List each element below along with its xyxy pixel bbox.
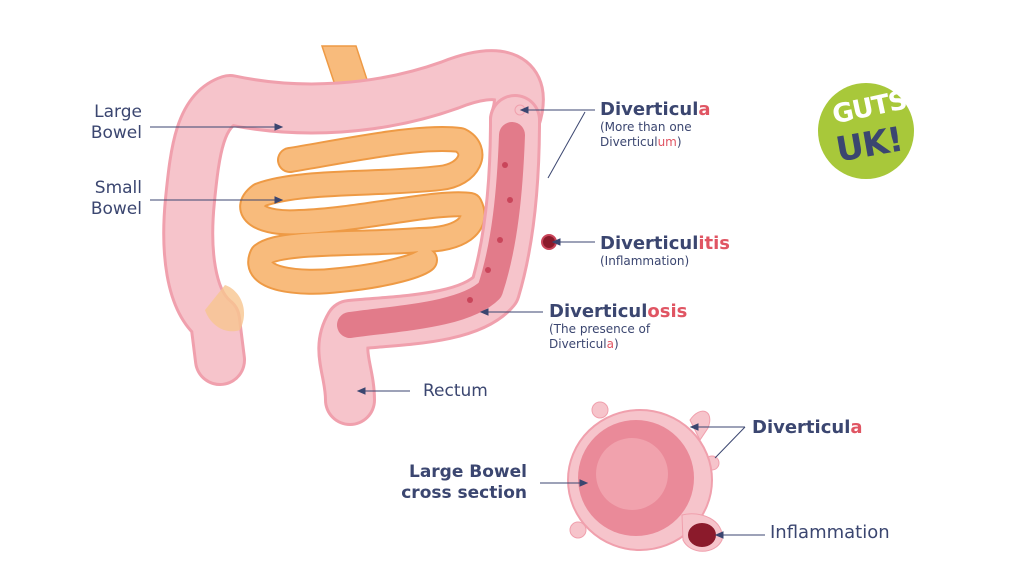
label-small-bowel: Small Bowel — [90, 178, 142, 219]
guts-uk-logo: GUTS UK! — [818, 83, 914, 179]
label-diverticulitis: Diverticulitis (Inflammation) — [600, 233, 731, 268]
cross-section — [567, 401, 723, 552]
label-inflammation: Inflammation — [770, 522, 890, 543]
label-diverticula: Diverticula (More than one Diverticulum) — [600, 99, 711, 149]
label-rectum: Rectum — [423, 381, 488, 401]
label-cross-section: Large Bowel cross section — [401, 462, 527, 503]
label-large-bowel: Large Bowel — [90, 102, 142, 143]
label-diverticulosis: Diverticulosis (The presence of Divertic… — [549, 301, 688, 351]
label-cross-diverticula: Diverticula — [752, 417, 863, 438]
